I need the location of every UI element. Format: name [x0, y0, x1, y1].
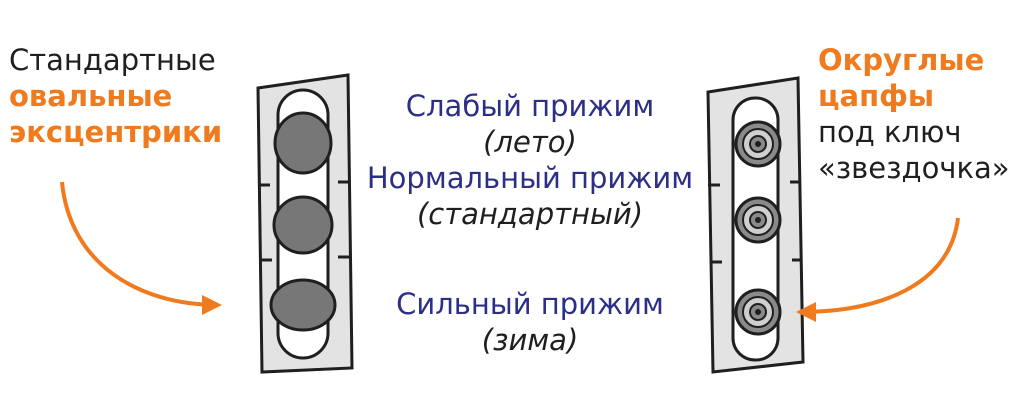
- right-caption-line4: «звездочка»: [818, 151, 1010, 185]
- left-caption: Стандартные овальные эксцентрики: [9, 42, 222, 150]
- position-strong: Сильный прижим (зима): [360, 286, 700, 358]
- left-caption-line1: Стандартные: [9, 43, 216, 77]
- position-weak: Слабый прижим (лето): [360, 88, 700, 160]
- oval-eccentric-standard: [272, 195, 334, 255]
- position-strong-label: Сильный прижим: [396, 287, 664, 321]
- left-caption-line3: эксцентрики: [9, 115, 223, 149]
- left-caption-line2: овальные: [9, 79, 173, 113]
- right-caption-line1: Округлые: [818, 43, 985, 77]
- position-weak-note: (лето): [483, 125, 577, 159]
- round-trunnion-summer: [734, 120, 782, 168]
- oval-eccentric-winter: [269, 278, 337, 332]
- position-strong-note: (зима): [481, 323, 579, 357]
- round-trunnion-winter: [734, 288, 782, 336]
- position-weak-label: Слабый прижим: [405, 89, 655, 123]
- round-trunnion-strip: [706, 76, 805, 374]
- right-caption-line3: под ключ: [818, 115, 962, 149]
- left-arrow-icon: [60, 181, 222, 315]
- position-normal-note: (стандартный): [416, 197, 644, 231]
- right-caption: Округлые цапфы под ключ «звездочка»: [818, 42, 1009, 186]
- position-normal: Нормальный прижим (стандартный): [360, 160, 700, 232]
- oval-eccentric-summer: [273, 111, 333, 175]
- right-caption-line2: цапфы: [818, 79, 935, 113]
- oval-eccentric-strip: [256, 73, 354, 374]
- round-trunnion-standard: [734, 196, 782, 244]
- right-arrow-icon: [796, 217, 960, 322]
- position-normal-label: Нормальный прижим: [366, 161, 694, 195]
